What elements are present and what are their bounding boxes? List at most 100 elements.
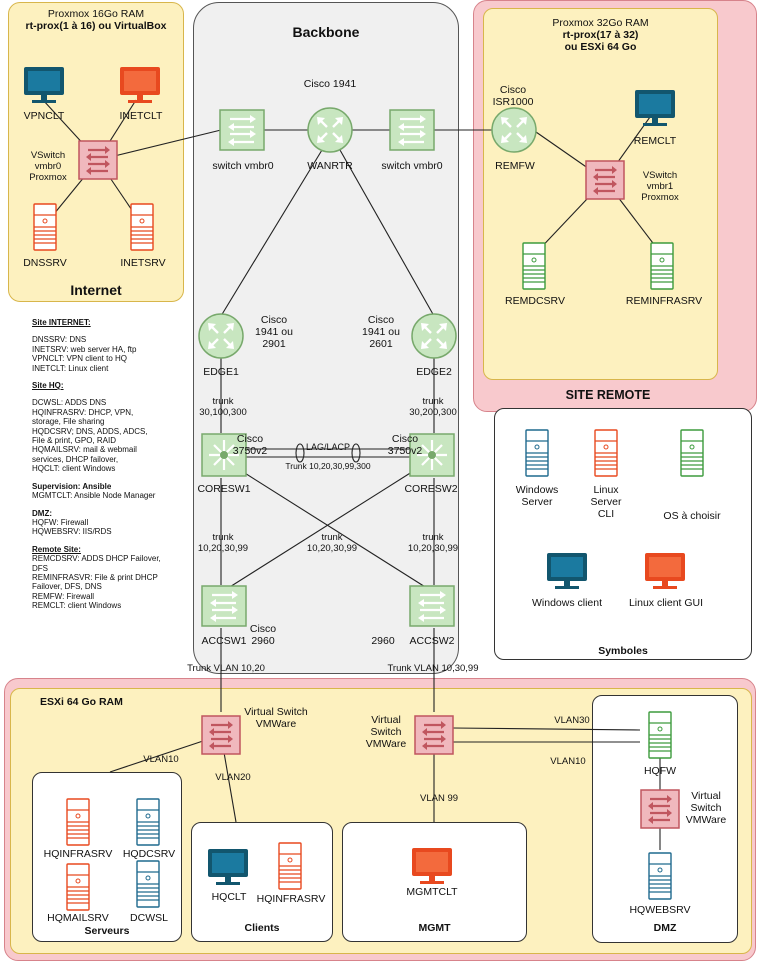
hqinfrasrv-server-icon [66, 798, 90, 846]
notes-hq-heading: Site HQ: [32, 381, 64, 391]
switch-vmbr0-right-icon [388, 108, 436, 152]
vlan99-label: VLAN 99 [419, 793, 459, 804]
edge1-router-icon [197, 312, 245, 360]
remote-host-line1: Proxmox 32Go RAM [552, 17, 649, 29]
notes-remote-line: REMINFRASVR: File & print DHCP [32, 572, 158, 582]
remdcsrv-label: REMDCSRV [505, 295, 565, 307]
notes-internet-line: DNSSRV: DNS [32, 335, 87, 345]
symbol-linux-server-label: Linux Server CLI [590, 484, 622, 520]
notes-remote-line: DFS [32, 563, 48, 573]
trunk-edge2-label: trunk 30,200,300 [409, 396, 457, 418]
notes-hq-line: services, DHCP failover, [32, 454, 119, 464]
vpnclt-label: VPNCLT [23, 110, 65, 122]
clients-title: Clients [244, 922, 280, 934]
remfw-router-icon [490, 106, 538, 154]
reminfrasrv-label: REMINFRASRV [625, 295, 703, 307]
inetsrv-server-icon [130, 203, 154, 251]
internet-vswitch-label: VSwitch vmbr0 Proxmox [29, 150, 67, 183]
remfw-label: REMFW [495, 160, 535, 172]
notes-remote-line: REMFW: Firewall [32, 591, 95, 601]
trunk-vlan-accsw1-label: Trunk VLAN 10,20 [187, 663, 265, 674]
servers-title: Serveurs [84, 925, 130, 937]
inetclt-label: INETCLT [119, 110, 163, 122]
esxi-title: ESXi 64 Go RAM [40, 696, 123, 708]
wanrtr-label: WANRTR [307, 160, 353, 172]
remote-host-line2: rt-prox(17 à 32) [562, 29, 639, 41]
notes-internet-line: INETSRV: web server HA, ftp [32, 344, 137, 354]
notes-remote-line: REMCLT: client Windows [32, 601, 122, 611]
hqinfrasrv2-server-icon [278, 842, 302, 890]
notes-internet-line: INETCLT: Linux client [32, 363, 109, 373]
notes-remote-line: Failover, DFS, DNS [32, 582, 102, 592]
reminfrasrv-server-icon [650, 242, 674, 290]
coresw1-label: CORESW1 [197, 483, 251, 495]
switch-vmbr0-right-label: switch vmbr0 [381, 160, 443, 172]
symbol-windows-client-label: Windows client [531, 597, 603, 609]
edge1-model: Cisco 1941 ou 2901 [255, 314, 293, 350]
notes-hq-line: HQDCSRV; DNS, ADDS, ADCS, [32, 426, 148, 436]
inetclt-monitor-icon [120, 67, 160, 103]
mgmtclt-label: MGMTCLT [406, 886, 458, 898]
edge2-router-icon [410, 312, 458, 360]
symbol-linux-client-label: Linux client GUI [628, 597, 704, 609]
internet-host-line2: rt-prox(1 à 16) ou VirtualBox [25, 20, 167, 32]
wanrtr-router-icon [306, 106, 354, 154]
switch-vmbr0-left-label: switch vmbr0 [212, 160, 274, 172]
notes-hq-line: DCWSL: ADDS DNS [32, 398, 107, 408]
backbone-title: Backbone [292, 24, 360, 40]
vpnclt-monitor-icon [24, 67, 64, 103]
dcwsl-label: DCWSL [130, 912, 168, 924]
symbol-os-choice-label: OS à choisir [663, 510, 721, 522]
remclt-label: REMCLT [633, 135, 677, 147]
hqwebsrv-server-icon [648, 852, 672, 900]
edge1-label: EDGE1 [203, 366, 239, 378]
trunk-c1-label: trunk 10,20,30,99 [197, 532, 249, 554]
hqdcsrv-server-icon [136, 798, 160, 846]
accsw2-label: ACCSW2 [409, 635, 455, 647]
linux-server-symbol-icon [594, 429, 618, 477]
os-choice-symbol-icon [680, 429, 704, 477]
notes-remote-heading: Remote Site: [32, 544, 81, 554]
hqfw-server-icon [648, 711, 672, 759]
trunk-vlan-accsw2-label: Trunk VLAN 10,30,99 [387, 663, 479, 674]
dmz-vswitch-icon [639, 788, 681, 830]
notes-remote-line: REMCDSRV: ADDS DHCP Failover, [32, 554, 161, 564]
notes-supervision-heading: Supervision: Ansible [32, 481, 112, 491]
remfw-model: Cisco ISR1000 [492, 84, 534, 108]
dnssrv-server-icon [33, 203, 57, 251]
hqmailsrv-label: HQMAILSRV [47, 912, 109, 924]
symbols-title: Symboles [598, 645, 648, 657]
edge2-model: Cisco 1941 ou 2601 [362, 314, 400, 350]
dmz-title: DMZ [653, 922, 677, 934]
hqdcsrv-label: HQDCSRV [122, 848, 176, 860]
windows-server-symbol-icon [525, 429, 549, 477]
dcwsl-server-icon [136, 860, 160, 908]
dnssrv-label: DNSSRV [23, 257, 67, 269]
vlan10-right-label: VLAN10 [550, 756, 586, 767]
vlan30-label: VLAN30 [554, 715, 590, 726]
notes-hq-line: HQCLT: client Windows [32, 464, 116, 474]
esxi-vswitch-left-icon [200, 714, 242, 756]
coresw2-label: CORESW2 [404, 483, 458, 495]
notes-hq-line: storage, File sharing [32, 417, 105, 427]
remclt-monitor-icon [635, 90, 675, 126]
notes-hq-line: File & print, GPO, RAID [32, 436, 117, 446]
notes-dmz-heading: DMZ: [32, 508, 52, 518]
coresw2-model: Cisco 3750v2 [387, 433, 423, 457]
site-notes: Site INTERNET: DNSSRV: DNS INETSRV: web … [32, 318, 192, 619]
remdcsrv-server-icon [522, 242, 546, 290]
hqinfrasrv-label: HQINFRASRV [43, 848, 113, 860]
notes-dmz-line: HQWEBSRV: IIS/RDS [32, 527, 112, 537]
mgmtclt-monitor-icon [412, 848, 452, 884]
dmz-vswitch-label: Virtual Switch VMWare [685, 790, 727, 826]
hqwebsrv-label: HQWEBSRV [629, 904, 691, 916]
trunk-edge1-label: trunk 30,100,300 [199, 396, 247, 418]
hqmailsrv-server-icon [66, 863, 90, 911]
internet-title: Internet [70, 282, 122, 298]
linux-client-symbol-icon [645, 553, 685, 589]
remote-vswitch-label: VSwitch vmbr1 Proxmox [641, 170, 679, 203]
inetsrv-label: INETSRV [120, 257, 166, 269]
esxi-vswitch-left-label: Virtual Switch VMWare [244, 706, 308, 730]
